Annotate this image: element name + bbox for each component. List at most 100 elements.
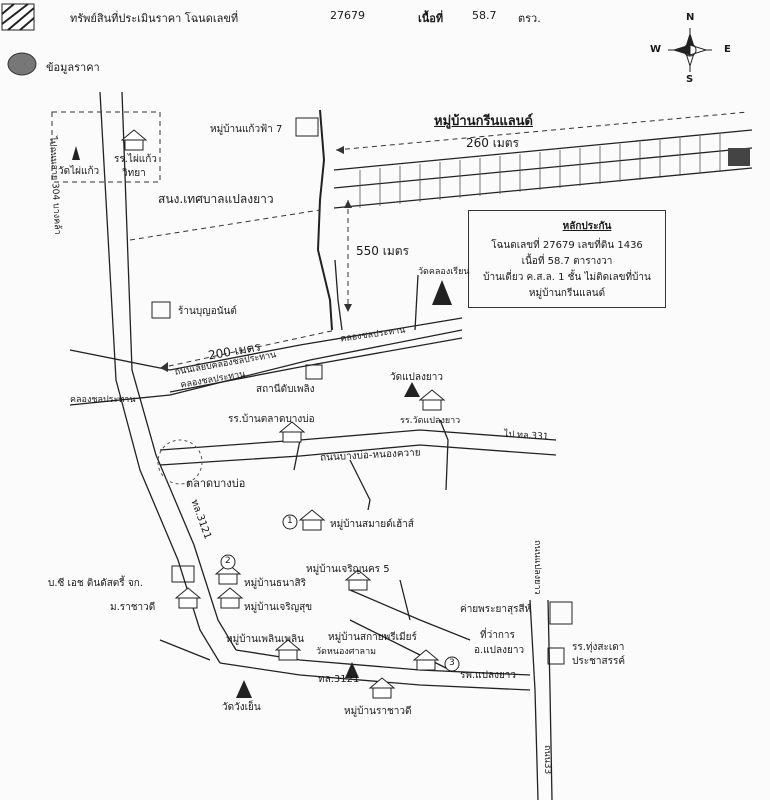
label-road-plaeng-yao: ถนนแปลงยาว — [532, 540, 542, 595]
label-highway-3121-b: ทล.3121 — [318, 674, 360, 685]
price-legend-label: ข้อมูลราคา — [46, 61, 100, 74]
num-1-circle — [282, 514, 298, 530]
green-land-road-b — [333, 147, 753, 189]
compass-w: W — [650, 44, 662, 55]
temple-icons — [72, 146, 452, 698]
header-area-unit: ตรว. — [518, 12, 541, 25]
label-charoen-nakhon: หมู่บ้านเจริญนคร 5 — [306, 564, 390, 575]
info-box-title: หลักประกัน — [562, 221, 612, 232]
info-box-line3: บ้านเดี่ยว ค.ส.ล. 1 ชั้น ไม่ติดเลขที่บ้า… — [483, 272, 651, 283]
compass-n: N — [686, 12, 695, 23]
arrowheads — [160, 146, 352, 372]
info-box-line1: โฉนดเลขที่ 27679 เลขที่ดิน 1436 — [491, 240, 643, 251]
road-wat-plaeng-yao-b — [349, 459, 371, 511]
house-icon — [274, 639, 302, 661]
header-legend-title: ทรัพย์สินที่ประเมินราคา โฉนดเลขที่ — [70, 12, 239, 25]
label-school-wat-plaeng-yao: รร.วัดแปลงยาว — [400, 416, 461, 426]
company-box — [171, 565, 195, 583]
house-icon — [216, 587, 244, 609]
highway-304-road — [99, 91, 221, 664]
label-school-thung-sadao-2: ประชาสรรค์ — [572, 656, 626, 667]
bangbo-road-edge — [159, 444, 557, 466]
label-bunyanan: ร้านบุญอนันต์ — [178, 306, 237, 317]
label-to-highway: ไป ทล.331 — [503, 429, 549, 443]
compass-s: S — [686, 74, 694, 85]
compass-e: E — [724, 44, 731, 55]
temple-icon — [345, 662, 359, 678]
green-land-road — [333, 129, 753, 171]
district-office-box — [549, 601, 573, 625]
road-charoen-nakhon — [349, 589, 471, 641]
header-area-value: 58.7 — [472, 9, 497, 22]
label-municipality: สนง.เทศบาลแปลงยาว — [158, 192, 274, 206]
house-icon — [278, 421, 306, 443]
price-legend-icon — [7, 52, 37, 76]
distance-260: 260 เมตร — [466, 136, 519, 150]
irrigation-canal-edge — [334, 259, 343, 331]
bangbo-road — [159, 429, 557, 451]
temple-icon — [236, 680, 252, 698]
dist-200-line — [159, 329, 337, 369]
fire-station-box — [305, 364, 323, 380]
road-wat-plaeng-yao — [439, 419, 449, 491]
dashed-road-a — [129, 209, 321, 241]
label-green-land: หมู่บ้านกรีนแลนด์ — [434, 114, 533, 129]
road-lower-a — [399, 579, 411, 621]
house-icon — [298, 509, 326, 531]
east-road-edge — [547, 599, 553, 800]
label-wat-plaeng-yao: วัดแปลงยาว — [390, 372, 444, 383]
school-thung-sadao-box — [547, 647, 565, 665]
label-school-thung-sadao-1: รร.ทุ่งสะเดา — [572, 642, 625, 653]
label-m-rajawadi: ม.ราชาวดี — [110, 602, 156, 613]
info-box-line4: หมู่บ้านกรีนแลนด์ — [528, 288, 606, 299]
label-canal3: คลองชลประทาน — [70, 395, 136, 405]
house-icon — [120, 129, 148, 151]
dashed-box-phai-kaew — [51, 111, 161, 183]
highway-3121-road-edge — [235, 649, 531, 676]
house-icon — [412, 649, 440, 671]
highway-3121-road — [219, 662, 531, 691]
label-phloen-phloen: หมู่บ้านเพลินเพลิน — [226, 634, 304, 645]
house-icons — [120, 129, 446, 699]
canal-road-edge-2 — [69, 329, 463, 406]
label-district-office-2: ที่ว่าการ — [480, 630, 515, 641]
label-talat-bangbo: ตลาดบางบ่อ — [186, 477, 246, 490]
label-wat-wang-yen: วัดวังเย็น — [222, 702, 261, 713]
temple-icon — [404, 382, 420, 397]
label-samai-sap: หมู่บ้านสมายด์เฮ้าส์ — [330, 519, 414, 530]
num-3-circle — [444, 656, 460, 672]
label-rajawadi-village: หมู่บ้านราชาวดี — [344, 706, 412, 717]
dist-260-line — [335, 111, 749, 151]
temple-icon — [72, 146, 80, 160]
label-fire-station: สถานีดับเพลิง — [256, 384, 315, 395]
label-kaew-fa: หมู่บ้านแก้วฟ้า 7 — [210, 124, 283, 135]
label-hospital: รพ.แปลงยาว — [460, 670, 517, 681]
label-school-talat-bangbo: รร.บ้านตลาดบางบ่อ — [228, 414, 315, 425]
east-road — [529, 599, 539, 800]
collateral-info-box: หลักประกัน โฉนดเลขที่ 27679 เลขที่ดิน 14… — [468, 210, 666, 308]
road-kaew-fa — [414, 274, 419, 331]
header-deed-no: 27679 — [330, 9, 365, 22]
label-num1: 1 — [287, 516, 293, 526]
legend-hatch-icon — [1, 3, 35, 31]
label-school-phai-kaew-1: รร.ไผ่แก้ว — [114, 154, 157, 165]
irrigation-canal — [316, 109, 333, 331]
label-num2: 2 — [225, 556, 231, 566]
label-company: บ.ซี เอช ดินดัสตรี้ จก. — [48, 578, 143, 589]
road-to-school — [293, 439, 301, 471]
distance-550: 550 เมตร — [356, 244, 409, 258]
label-district-office-1: ค่ายพระยาสุรสีห์ — [460, 604, 532, 615]
talat-bangbo-circle — [157, 439, 203, 485]
green-land-plots — [359, 134, 721, 208]
label-wat-khlong-rian: วัดคลองเรียน — [418, 267, 470, 277]
house-icon — [418, 389, 446, 411]
label-charoen-suk: หมู่บ้านเจริญสุข — [244, 602, 313, 613]
canal-road-edge-3 — [169, 337, 463, 393]
label-district-office-3: อ.แปลงยาว — [474, 645, 525, 656]
label-wat-phai-kaew: วัดไผ่แก้ว — [58, 166, 100, 177]
label-road-east: ถนน33 — [542, 745, 552, 775]
highway-304-road-west-edge — [121, 91, 237, 651]
num-2-circle — [220, 554, 236, 570]
green-land-road-c — [333, 167, 753, 209]
canal-road — [69, 317, 463, 371]
